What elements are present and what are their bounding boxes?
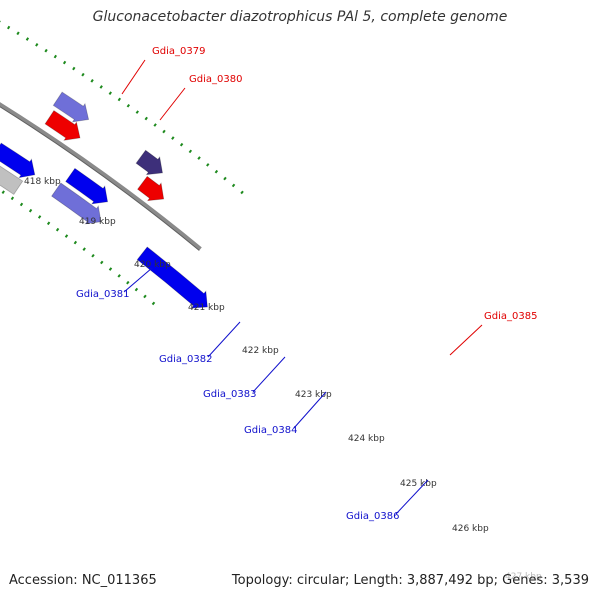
label-leader-line [395,479,429,515]
backbone-line-inner [0,106,200,251]
gene-label: Gdia_0384 [244,425,297,436]
gene-label: Gdia_0383 [203,389,256,400]
gene-label: Gdia_0386 [346,511,399,522]
gene-label: Gdia_0379 [152,46,205,57]
ruler-outer-dots [0,20,247,197]
label-leader-line [293,391,327,429]
label-leader-line [159,87,186,121]
gene-labels: Gdia_0379Gdia_0380Gdia_0381Gdia_0382Gdia… [76,46,537,522]
label-leader-line [123,267,153,293]
tick-label: 427 kbp [505,572,542,582]
tick-label: 419 kbp [79,217,116,227]
gene-feature-f21 [135,149,163,176]
topology-info: Topology: circular; Length: 3,887,492 bp… [231,573,589,588]
gene-feature-f23 [136,246,208,309]
tick-label: 423 kbp [295,390,332,400]
label-leader-line [207,321,241,358]
map-title: Gluconacetobacter diazotrophicus PAl 5, … [92,9,508,25]
gene-feature-f18 [44,110,81,141]
backbone-line-outer [0,102,202,251]
gene-feature-f22 [137,175,165,202]
tick-label: 421 kbp [188,303,225,313]
gene-feature-f16 [0,165,24,195]
gene-label: Gdia_0381 [76,289,129,300]
gene-label: Gdia_0385 [484,311,537,322]
ruler-tick-labels: 418 kbp 419 kbp 420 kbp 421 kbp 422 kbp 423 k… [24,177,542,582]
accession-info: Accession: NC_011365 [9,573,157,588]
tick-label: 426 kbp [452,524,489,534]
gene-feature-f20 [51,182,102,225]
gene-label: Gdia_0380 [189,74,242,85]
tick-label: 425 kbp [400,479,437,489]
label-leader-line [449,324,483,356]
label-leader-line [252,356,286,393]
gene-feature-f17 [52,91,90,123]
gene-features [0,91,208,309]
tick-label: 420 kbp [134,260,171,270]
gene-feature-f15 [0,142,36,179]
label-leader-line [121,59,146,95]
tick-label: 422 kbp [242,346,279,356]
genome-backbone [0,102,202,251]
ruler-dotted-lines [0,20,247,306]
gene-label: Gdia_0382 [159,354,212,365]
tick-label: 418 kbp [24,177,61,187]
tick-label: 424 kbp [348,434,385,444]
gene-feature-f19 [65,167,109,205]
